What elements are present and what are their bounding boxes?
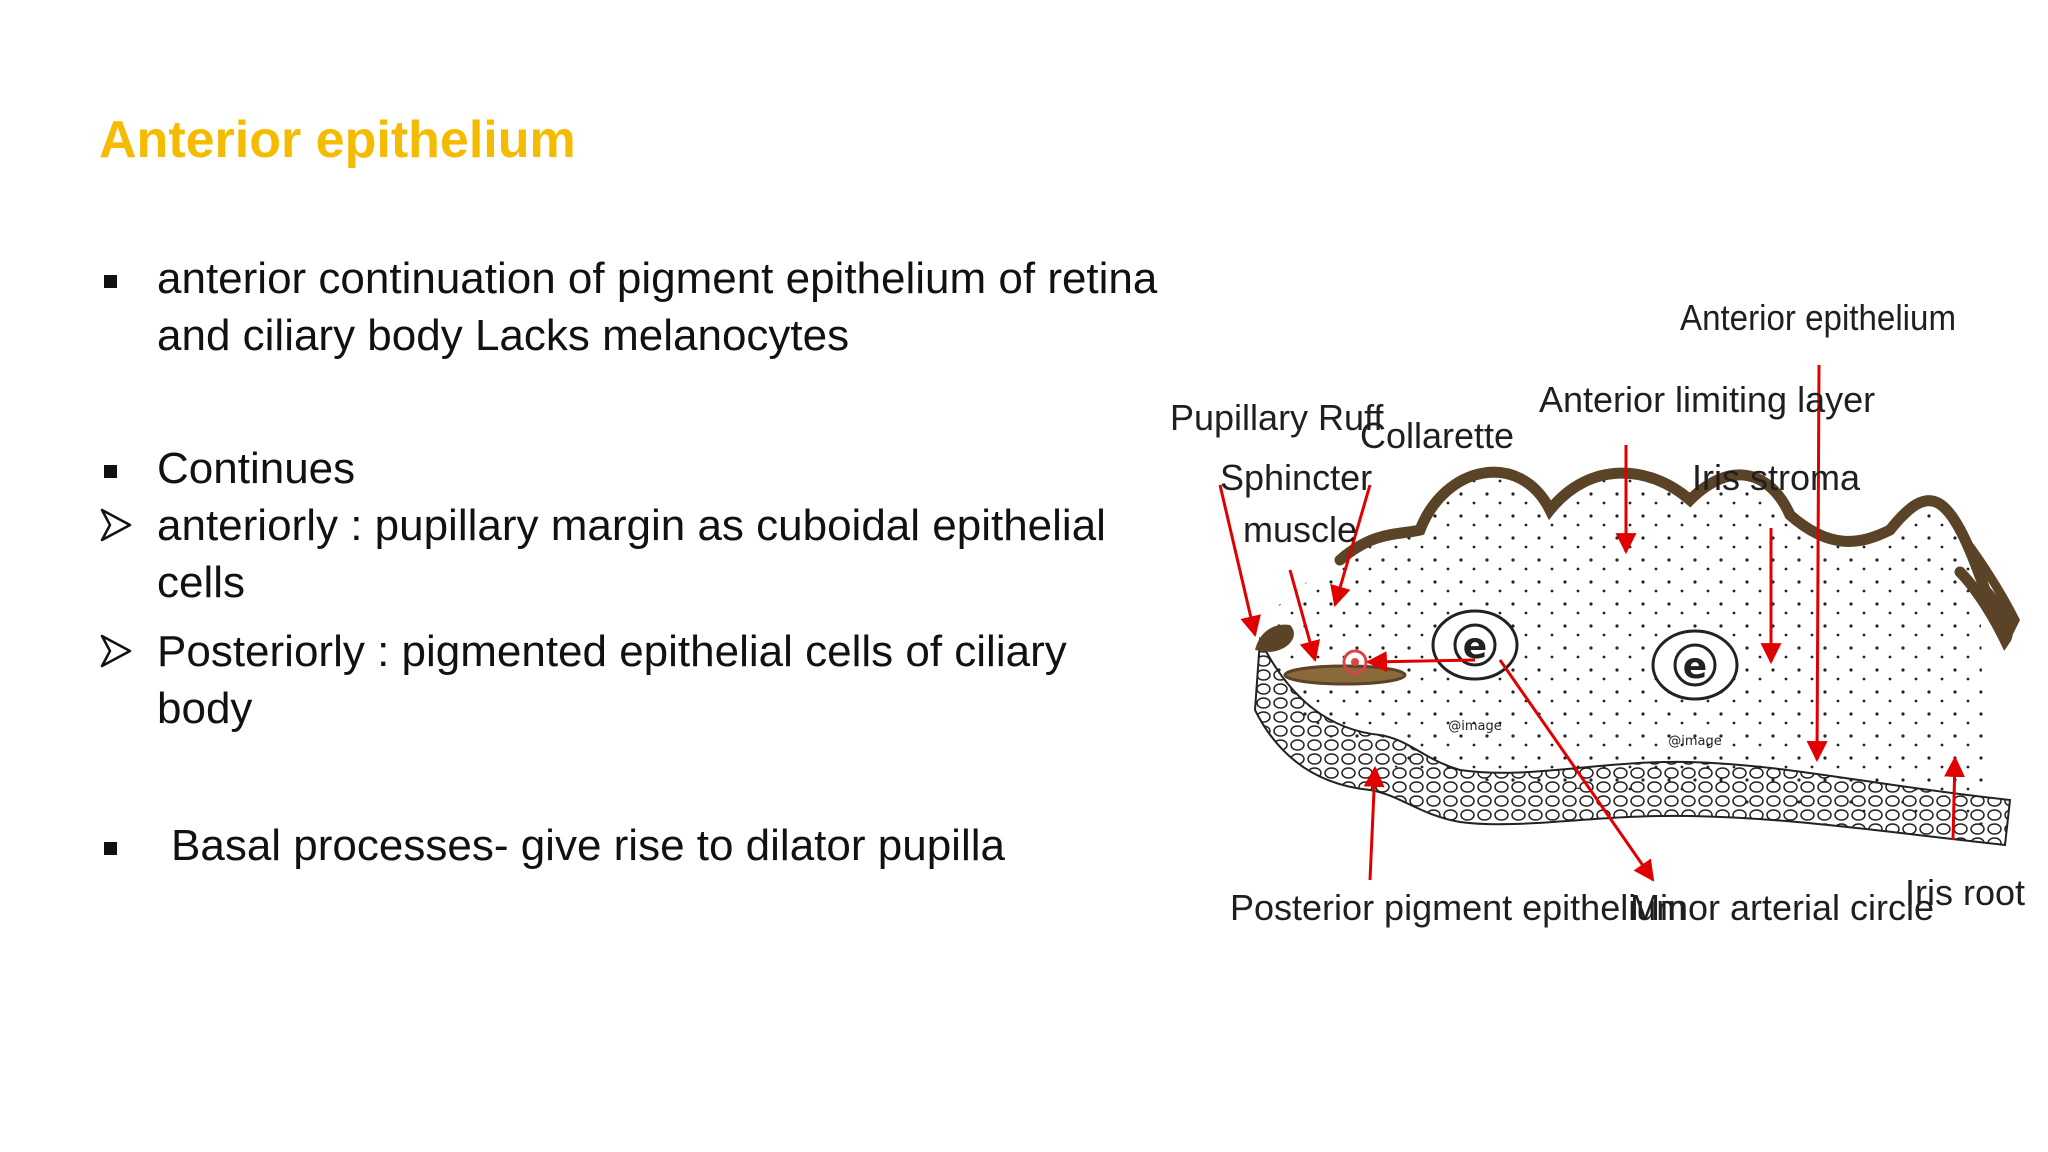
bullet-text: Posteriorly : pigmented epithelial cells…	[157, 627, 1067, 733]
sub-bullet-item: anteriorly : pupillary margin as cuboida…	[99, 497, 1159, 611]
arrow-sphincter	[1288, 569, 1321, 663]
bullet-text: anteriorly : pupillary margin as cuboida…	[157, 501, 1106, 607]
bullet-item: Basal processes- give rise to dilator pu…	[99, 817, 1159, 874]
arrow-bullet-icon	[100, 508, 132, 542]
watermark-text: @image	[1668, 734, 1722, 749]
watermark-text: @image	[1448, 719, 1502, 734]
square-bullet-icon	[104, 842, 117, 855]
sub-bullet-item: Posteriorly : pigmented epithelial cells…	[99, 623, 1159, 737]
arrow-bullet-icon	[100, 634, 132, 668]
slide-title: Anterior epithelium	[99, 111, 576, 169]
watermark-mark: e @image	[1431, 609, 1519, 734]
bullet-text: Basal processes- give rise to dilator pu…	[171, 821, 1005, 870]
watermark-mark: e @image	[1651, 629, 1739, 749]
arrow-minor-arterial-circle	[1498, 659, 1655, 882]
iris-cross-section-diagram: e @image e @image Anterior epithelium Pu…	[1170, 299, 2025, 928]
arrow-iris-root	[1944, 755, 1966, 841]
posterior-epithelium-band	[1253, 636, 2012, 847]
vessel-core	[1351, 658, 1359, 666]
arrow-anterior-epithelium	[1806, 364, 1828, 763]
label-pupillary-ruff: Pupillary Ruff	[1170, 397, 1384, 438]
label-minor-arterial-circle: Minor arterial circle	[1630, 887, 1934, 928]
square-bullet-icon	[104, 465, 117, 478]
iris-root-tail	[1960, 535, 2021, 645]
label-collarette: Collarette	[1360, 415, 1514, 456]
label-iris-root: Iris root	[1905, 872, 2025, 913]
arrow-collarette	[1330, 484, 1372, 608]
label-posterior-pigment-epithelium: Posterior pigment epithelium	[1230, 887, 1686, 928]
bullet-item: anterior continuation of pigment epithel…	[99, 250, 1159, 364]
arrow-vessel	[1365, 651, 1476, 673]
arrow-pupillary-ruff	[1218, 484, 1261, 638]
label-anterior-epithelium: Anterior epithelium	[1680, 299, 1956, 339]
label-anterior-limiting-layer: Anterior limiting layer	[1539, 379, 1875, 420]
bullet-text: anterior continuation of pigment epithel…	[157, 254, 1158, 360]
bullet-item: Continues	[99, 440, 1159, 497]
pupillary-ruff	[1255, 624, 1294, 652]
square-bullet-icon	[104, 275, 117, 288]
label-iris-stroma: Iris stroma	[1692, 457, 1861, 498]
bullet-text: Continues	[157, 444, 356, 493]
label-muscle: muscle	[1243, 509, 1357, 550]
iris-stroma-region	[1255, 472, 1985, 825]
anterior-border-layer	[1334, 466, 2013, 651]
label-sphincter: Sphincter	[1220, 457, 1372, 498]
bullet-list: anterior continuation of pigment epithel…	[99, 250, 1159, 874]
arrow-posterior-pigment-epithelium	[1363, 765, 1385, 881]
svg-text:e: e	[1683, 646, 1707, 687]
